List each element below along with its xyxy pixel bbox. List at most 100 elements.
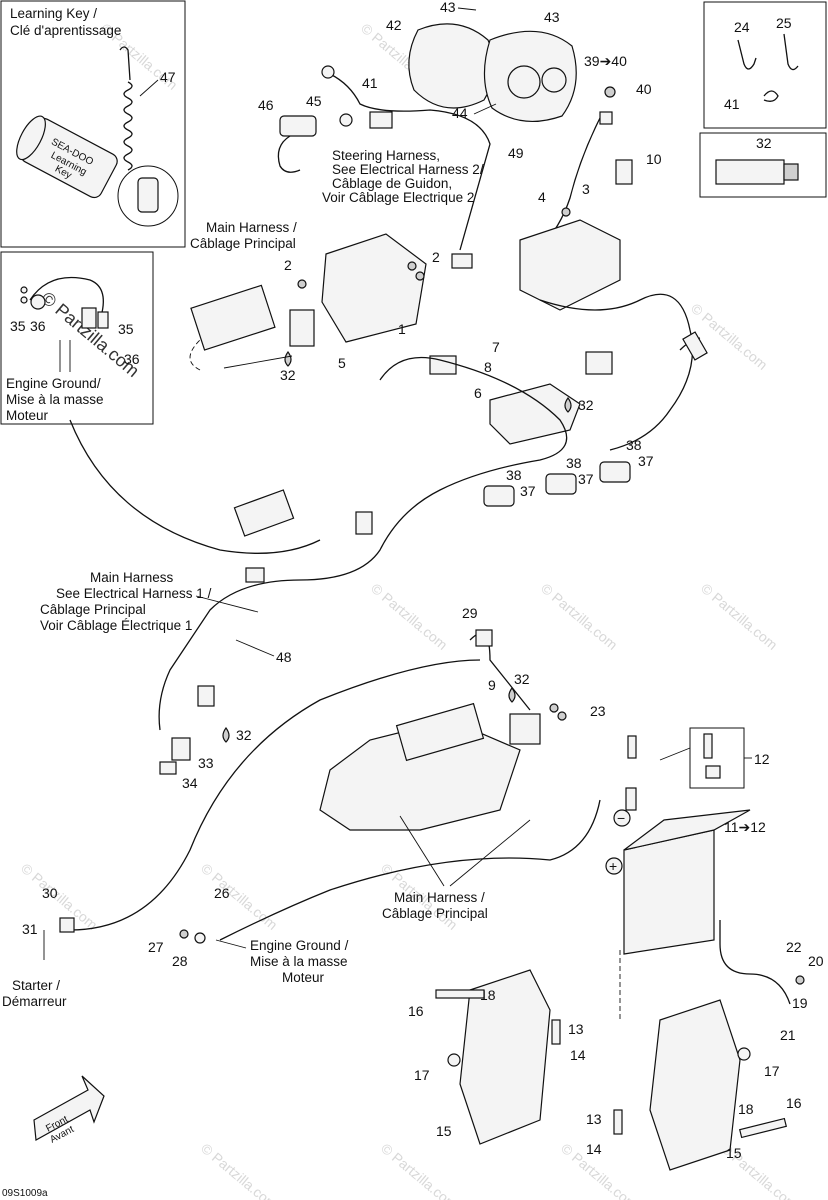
part-number-20: 20 [808,953,824,969]
dashed-link [189,339,201,371]
ignition-switch [279,115,317,137]
part-number-7: 7 [492,339,500,355]
arrow [223,355,293,369]
part-number-31: 31 [22,921,38,937]
engine-ground-caption-line3: Moteur [6,408,49,423]
connector [197,685,215,707]
part-number-43: 43 [440,0,456,15]
grease-tube [715,159,785,185]
grease-drop-icon [284,350,292,367]
part-number-13: 13 [586,1111,602,1127]
inset-frame [699,132,827,198]
steering-caption-line1: Steering Harness, [332,148,440,163]
part-number-24: 24 [734,19,750,35]
part-number-21: 21 [780,1027,796,1043]
part-number-2: 2 [432,249,440,265]
part-number-16: 16 [408,1003,424,1019]
part-number-37: 37 [520,483,536,499]
inset-frame [703,1,827,129]
engine-block [319,719,521,831]
watermark: © Partzilla.com [378,1140,461,1200]
starter-caption-line2: Démarreur [2,994,67,1009]
learning-key-caption-line2: Clé d'aprentissage [10,23,121,38]
part-number-15: 15 [436,1123,452,1139]
part-number-3: 3 [582,181,590,197]
harness-clip [545,473,577,495]
part-number-46: 46 [258,97,274,113]
long-bolt [435,989,485,999]
part-number-32: 32 [236,727,252,743]
part-number-48: 48 [276,649,292,665]
grommet [447,1053,461,1067]
relay [615,159,633,185]
watermark: © Partzilla.com [688,300,771,373]
main-harness-1-caption-line1: Main Harness [90,570,174,585]
starter-solenoid [509,713,541,745]
part-number-47: 47 [160,69,176,85]
part-number-45: 45 [306,93,322,109]
voltage-regulator [489,383,581,445]
part-number-16: 16 [786,1095,802,1111]
part-number-17: 17 [414,1067,430,1083]
post [369,111,393,129]
part-number-32: 32 [514,671,530,687]
nut [557,711,567,721]
battery-body [623,829,715,955]
engine-ground-inset: 35 36 35 36 Engine Ground/ Mise à la mas… [0,251,154,425]
nut [549,703,559,713]
part-number-32: 32 [280,367,296,383]
part-number-34: 34 [182,775,198,791]
front-arrow-icon [33,1075,105,1141]
part-number-13: 13 [568,1021,584,1037]
grease-cap [783,163,799,181]
leader-line [449,819,531,887]
steering-caption-line4: Voir Câblage Electrique 2 [322,190,474,205]
ground-eyelet [30,294,46,310]
main-harness-upper: Main Harness / Câblage Principal 1 2 2 5… [189,151,708,507]
part-number-8: 8 [484,359,492,375]
grease-drop-icon [508,686,516,703]
bolt [613,1109,623,1135]
leader-line [235,639,275,657]
part-number-4: 4 [538,189,546,205]
connector [321,65,335,79]
nut [604,86,616,98]
part-number-17: 17 [764,1063,780,1079]
mpem-module [395,702,485,762]
part-number-37: 37 [638,453,654,469]
ground-wire [29,276,104,321]
battery-negative-sign: − [617,810,625,826]
part-number-1: 1 [398,321,406,337]
part-number-29: 29 [462,605,478,621]
long-bolt [738,1117,788,1139]
bolt [20,286,28,294]
part-number-9: 9 [488,677,496,693]
gauge-bezel [408,23,495,109]
learning-key-body: SEA-DOO Learning Key [16,115,118,199]
grease-drop-icon [222,726,230,743]
learning-key-inset: Learning Key / Clé d'aprentissage 47 SEA… [0,0,186,248]
hardware-box [689,727,745,789]
battery-positive-terminal [605,857,623,875]
part-number-38: 38 [626,437,642,453]
inset-frame [0,251,154,425]
harness-wire [539,293,694,451]
connector [245,567,265,583]
fuse-box [519,219,621,311]
grease-drop-icon [564,396,572,413]
part-number-30: 30 [42,885,58,901]
main-harness-bottom-caption-line2: Câblage Principal [382,906,488,921]
arrow [215,939,247,949]
gauge-dial [507,65,541,99]
main-harness-lower: 29 9 32 23 Main Harness / Câblage Princi… [2,605,606,1009]
part-number-10: 10 [646,151,662,167]
clamps-inset: 24 25 41 [703,1,827,129]
main-harness-top-caption-line2: Câblage Principal [190,236,296,251]
part-number-14: 14 [570,1047,586,1063]
main-harness-1-caption-line2: See Electrical Harness 1 / [56,586,212,601]
leader-line [139,79,159,97]
nut [705,765,721,779]
cable-tie [737,39,757,70]
leader-line [195,595,259,613]
cable-tie [783,33,799,71]
